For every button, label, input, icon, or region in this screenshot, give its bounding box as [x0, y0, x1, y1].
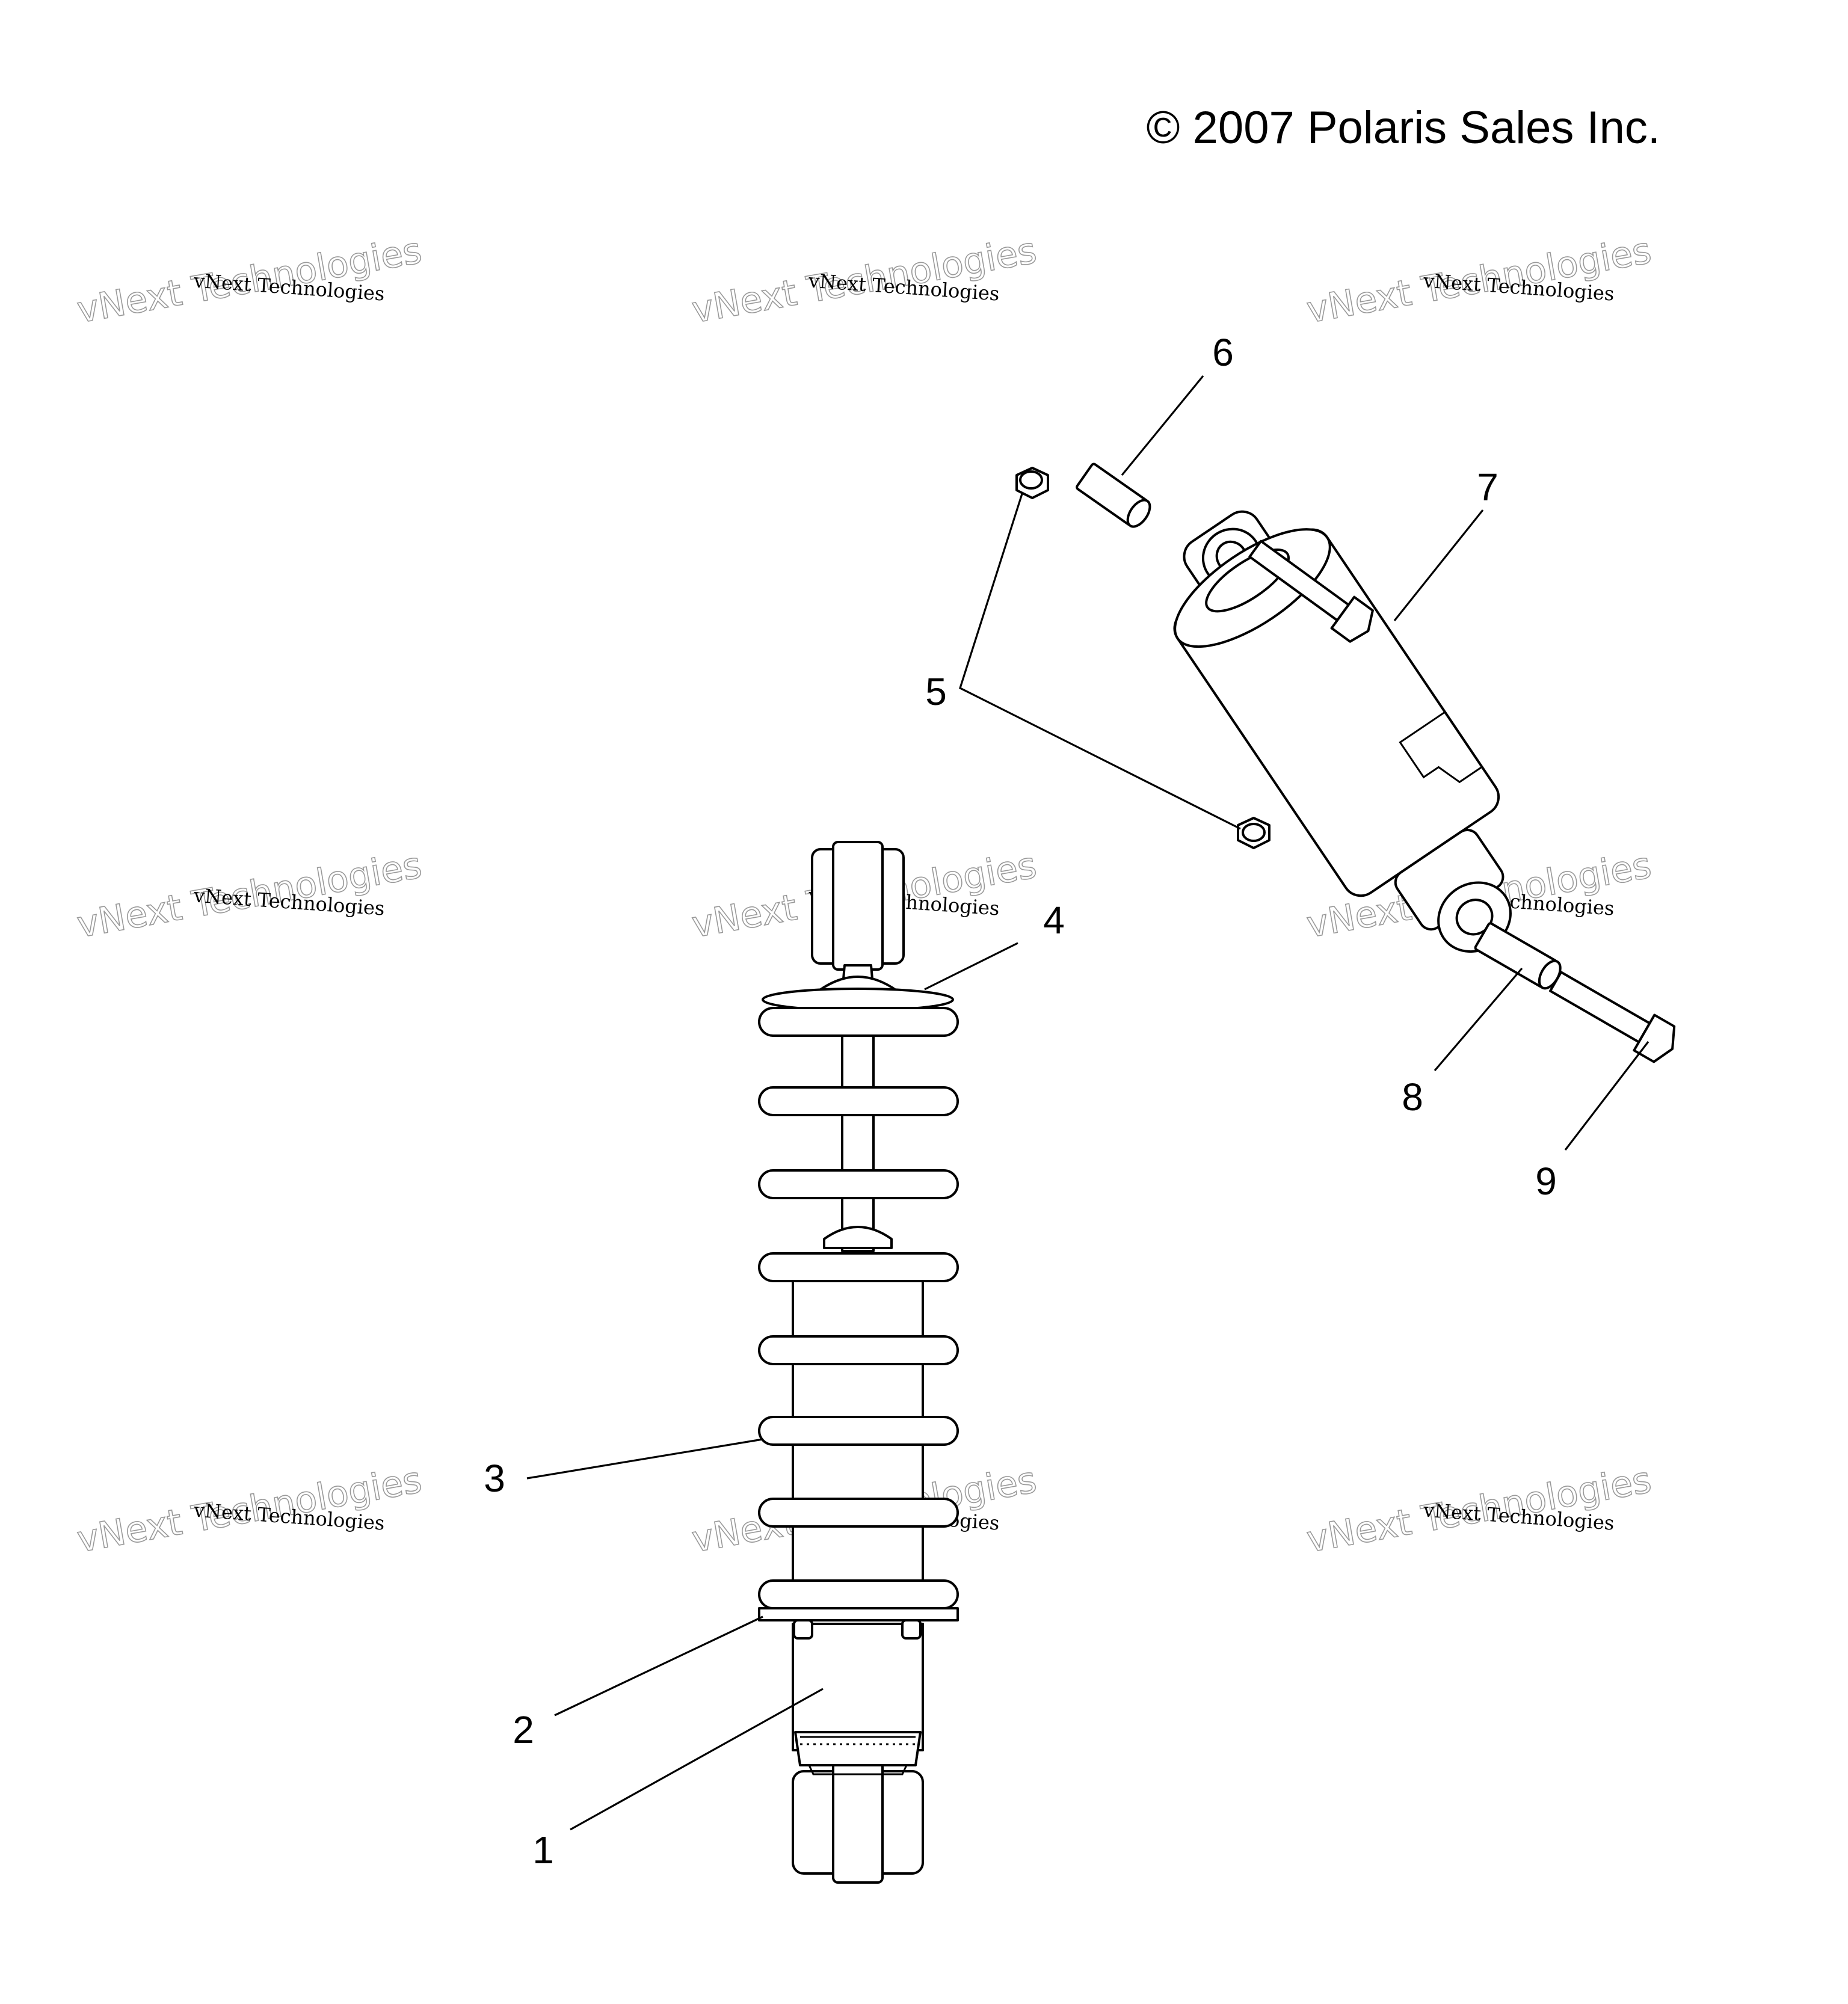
callouts: 1 2 3 4 5 6 7 8 9: [484, 331, 1557, 1872]
bolt-lower: [1549, 971, 1676, 1063]
callout-7: 7: [1477, 466, 1498, 509]
upper-spring-retainer: [762, 976, 954, 1012]
leader-6: [1121, 375, 1204, 476]
piston-rod: [841, 1021, 875, 1252]
callout-3: 3: [484, 1457, 505, 1500]
watermark-low-left: vNext Technologies vNext Technologies: [73, 1458, 425, 1561]
leader-7: [1393, 509, 1484, 621]
leader-4: [924, 942, 1018, 991]
bushing-upper: [1076, 463, 1151, 528]
callout-9: 9: [1535, 1160, 1557, 1203]
nut-upper: [1015, 467, 1049, 499]
callout-5: 5: [925, 670, 947, 713]
copyright-text: © 2007 Polaris Sales Inc.: [1147, 102, 1660, 153]
lower-spring-retainer: [758, 1607, 959, 1640]
nut-lower: [1237, 817, 1270, 849]
coil-spring: [758, 1007, 959, 1609]
leader-lines: [526, 375, 1649, 1831]
leader-9: [1564, 1041, 1649, 1151]
lower-eye: [792, 1761, 924, 1884]
watermark-top-center: vNext Technologies vNext Technologies: [688, 229, 1040, 332]
callout-2: 2: [513, 1708, 534, 1751]
callout-6: 6: [1212, 331, 1234, 374]
leader-2: [554, 1615, 763, 1717]
watermark-mid-left: vNext Technologies vNext Technologies: [73, 844, 425, 947]
leader-1: [570, 1688, 824, 1831]
callout-8: 8: [1402, 1075, 1423, 1119]
leader-8: [1434, 967, 1523, 1072]
watermark-top-left: vNext Technologies vNext Technologies: [73, 229, 425, 332]
leader-5: [959, 491, 1241, 830]
callout-4: 4: [1043, 899, 1065, 942]
callout-1: 1: [532, 1828, 554, 1872]
bushing-lower: [1474, 922, 1562, 990]
shock-assembly-exploded: [758, 841, 959, 1884]
upper-eye: [811, 841, 905, 994]
damper-body: [792, 1623, 924, 1775]
watermark-top-right: vNext Technologies vNext Technologies: [1303, 229, 1655, 332]
bolt-upper: [1248, 539, 1374, 643]
watermark-low-right: vNext Technologies vNext Technologies: [1303, 1458, 1655, 1561]
leader-3: [526, 1438, 763, 1480]
